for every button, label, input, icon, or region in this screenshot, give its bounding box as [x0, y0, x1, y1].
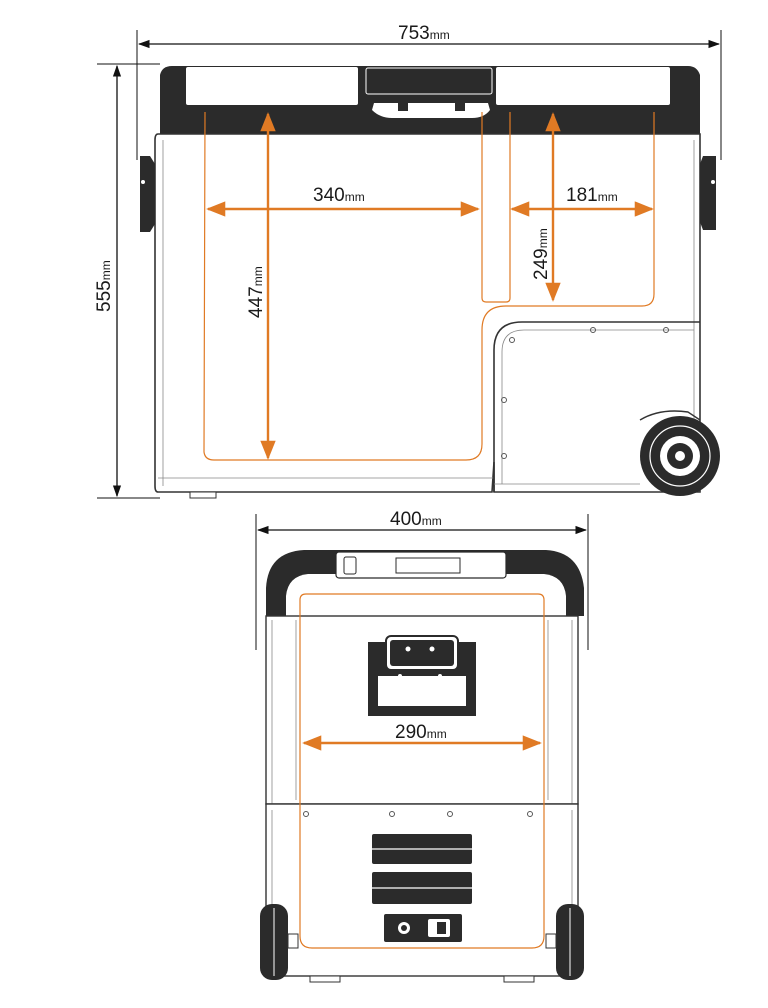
large-compartment-depth-label: 447mm	[246, 266, 267, 318]
screw	[438, 674, 442, 678]
side-view: 753mm 555mm 340mm 447mm 181mm 249mm	[94, 23, 722, 499]
screw	[141, 180, 145, 184]
screw	[405, 646, 411, 652]
height-label: 555mm	[94, 260, 115, 312]
control-display	[395, 557, 461, 574]
lid-handle	[365, 67, 493, 95]
screw	[501, 453, 507, 459]
handle-post	[398, 95, 408, 111]
wheel-axle	[545, 933, 557, 949]
front-lid-recess	[286, 574, 566, 616]
foot	[503, 975, 535, 983]
foot	[189, 491, 217, 499]
lid-panel	[496, 67, 670, 105]
screw	[501, 397, 507, 403]
front-view: 400mm 290mm	[255, 509, 589, 983]
wheel-recess	[493, 321, 700, 492]
large-compartment-length-label: 340mm	[313, 185, 365, 206]
small-compartment-length-label: 181mm	[566, 185, 618, 206]
side-handle-left	[140, 156, 155, 232]
screw	[711, 180, 715, 184]
screw	[509, 337, 515, 343]
handle-post	[455, 95, 465, 111]
width-label: 753mm	[398, 23, 450, 44]
wheel-arch	[639, 410, 701, 421]
power-socket-inner	[401, 925, 407, 931]
front-width-label: 400mm	[390, 509, 442, 530]
divider-outline	[481, 112, 511, 303]
inner-compartment-outline	[203, 111, 655, 461]
control-button	[343, 556, 357, 575]
power-panel	[384, 914, 462, 942]
front-handle-grip-gap	[378, 676, 466, 706]
screw	[303, 811, 309, 817]
screw	[389, 811, 395, 817]
wheel-recess-inner	[501, 329, 694, 484]
wheel-axle	[675, 451, 685, 461]
screw	[590, 327, 596, 333]
small-compartment-depth-label: 249mm	[531, 228, 552, 280]
front-inner-outline	[299, 593, 545, 949]
side-handle-right	[700, 156, 716, 230]
handle-recess	[372, 103, 490, 118]
foot	[309, 975, 341, 983]
screw	[527, 811, 533, 817]
body-outline	[154, 133, 701, 493]
power-switch-rocker	[437, 922, 446, 934]
wheel-axle	[287, 933, 299, 949]
front-handle-grip-inner	[390, 640, 454, 666]
wheel-rim	[649, 425, 711, 487]
screw	[663, 327, 669, 333]
screw	[429, 646, 435, 652]
screw	[398, 674, 402, 678]
front-inner-width-label: 290mm	[395, 722, 447, 743]
control-panel	[335, 551, 507, 579]
screw	[447, 811, 453, 817]
lid-panel	[186, 67, 358, 105]
